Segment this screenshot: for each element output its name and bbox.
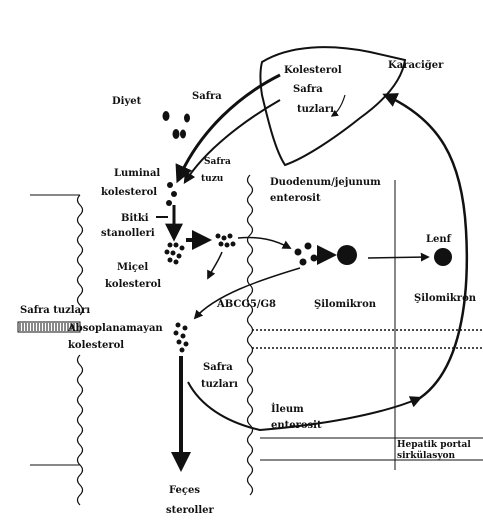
label-diyet: Diyet (112, 96, 142, 107)
label-lenf: Lenf (426, 234, 452, 245)
unabsorbed-cholesterol-dots (174, 323, 189, 353)
label-luminal-2: kolesterol (101, 187, 157, 198)
micelle-dots-middle (216, 234, 236, 248)
intestinal-wall-left (78, 195, 83, 315)
intestinal-wall-left-lower (78, 355, 83, 505)
label-safra-bottom-1: Safra (203, 362, 233, 373)
label-kolesterol-liver: Kolesterol (284, 65, 342, 76)
chylomicron-dot (337, 245, 357, 265)
label-duodenum-1: Duodenum/jejunum (270, 177, 381, 188)
arrow-portal-to-liver (385, 95, 467, 398)
label-duodenum-2: enterosit (270, 193, 321, 204)
label-abcg: ABCG5/G8 (216, 299, 276, 310)
label-safra-top: Safra (192, 91, 222, 102)
label-feces-1: Feçes (169, 485, 200, 496)
label-safra-liver-1: Safra (293, 84, 323, 95)
label-safra-tuzu-2: tuzu (201, 174, 224, 184)
enterocyte-cholesterol-dots (295, 243, 318, 266)
label-luminal-1: Luminal (114, 168, 160, 179)
lymph-chylomicron-dot (434, 248, 452, 266)
arrow-abcg-efflux (195, 268, 300, 318)
label-feces-2: steroller (166, 505, 215, 516)
micelle-dots (165, 243, 185, 265)
label-micel-1: Miçel (117, 262, 148, 273)
label-safra-tuzlari-left: Safra tuzları (20, 305, 90, 316)
label-karaciger: Karaciğer (388, 60, 444, 71)
diyet-dots (163, 111, 191, 139)
label-bitki-1: Bitki (121, 213, 149, 224)
right-membrane-hatch (252, 330, 483, 348)
label-safra-liver-2: tuzları (297, 104, 334, 115)
label-safra-tuzu-1: Safra (204, 157, 231, 167)
label-ileum-1: İleum (271, 402, 304, 415)
luminal-cholesterol-dots (166, 182, 177, 206)
label-hepatik-1: Hepatik portal (397, 440, 471, 450)
label-bitki-2: stanolleri (101, 228, 155, 239)
label-micel-2: kolesterol (105, 279, 161, 290)
arrow-middle-down (208, 252, 222, 278)
label-ileum-2: enterosit (271, 420, 322, 431)
label-absorb-1: Absoplanamayan (67, 323, 163, 334)
arrow-chylomicron-to-lymph (368, 257, 428, 258)
label-safra-bottom-2: tuzları (201, 379, 238, 390)
intestinal-wall-right (248, 175, 253, 495)
arrow-middle-to-enterocyte (238, 237, 290, 248)
label-silomikron-2: Şilomikron (414, 293, 477, 304)
label-silomikron-1: Şilomikron (314, 299, 377, 310)
label-hepatik-2: sirkülasyon (397, 450, 456, 461)
label-absorb-2: kolesterol (68, 340, 124, 351)
